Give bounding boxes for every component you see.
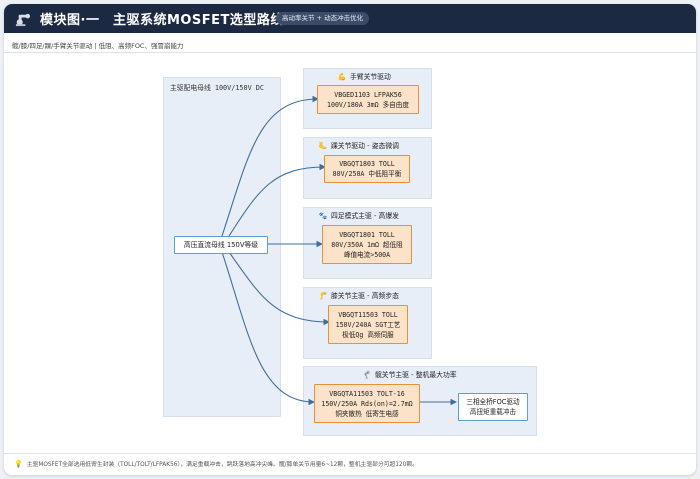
module-diagram-card: 模块图·一 主驱系统MOSFET选型路线 高动率关节 + 动态冲击优化 髋/膝/… (4, 4, 696, 475)
paw-prints-icon: 🐾 (318, 212, 328, 220)
connection-edges (221, 95, 458, 406)
group-title-arm: 💪手臂关节驱动 (337, 73, 391, 81)
header-bar: 模块图·一 主驱系统MOSFET选型路线 高动率关节 + 动态冲击优化 (4, 4, 696, 33)
group-title-hip: 🦿髋关节主驱 - 整机最大功率 (362, 371, 457, 379)
footer-note: 💡主驱MOSFET全部选用低寄生封装（TOLL/TOLT/LFPAK56），满足… (14, 460, 418, 468)
foc-driver-node: 三相全桥FOC驱动高扭矩重载冲击 (458, 393, 528, 421)
power-bus-label: 主驱配电母线 100V/150V DC (170, 84, 264, 92)
hv-dc-bus-node: 高压直流母线 150V等级 (174, 236, 268, 254)
flexed-arm-icon: 💪 (337, 73, 347, 81)
group-title-quadruped: 🐾四足模式主驱 - 高爆发 (318, 212, 399, 220)
lightbulb-icon: 💡 (14, 460, 23, 468)
footer-divider (4, 453, 696, 454)
header-tag-badge: 高动率关节 + 动态冲击优化 (276, 12, 370, 25)
group-title-ankle: 🦶踝关节驱动 - 姿态微调 (318, 142, 399, 150)
page-title: 模块图·一 主驱系统MOSFET选型路线 (40, 13, 284, 28)
divider (4, 52, 696, 53)
leg-icon: 🦿 (362, 371, 372, 379)
foot-icon: 🦶 (318, 142, 328, 150)
group-title-knee: 🦵膝关节主驱 - 高频步态 (318, 292, 399, 300)
edge-bus-to-knee (228, 251, 331, 326)
breadcrumb: 髋/膝/四足/踝/手臂关节驱动 | 低阻、高频FOC、强冒崩能力 (12, 42, 184, 50)
edge-bus-to-hip (221, 251, 316, 406)
edge-bus-to-arm (221, 95, 320, 237)
knee-icon: 🦵 (318, 292, 328, 300)
edge-bus-to-ankle (228, 163, 327, 237)
robot-arm-icon (15, 13, 31, 27)
